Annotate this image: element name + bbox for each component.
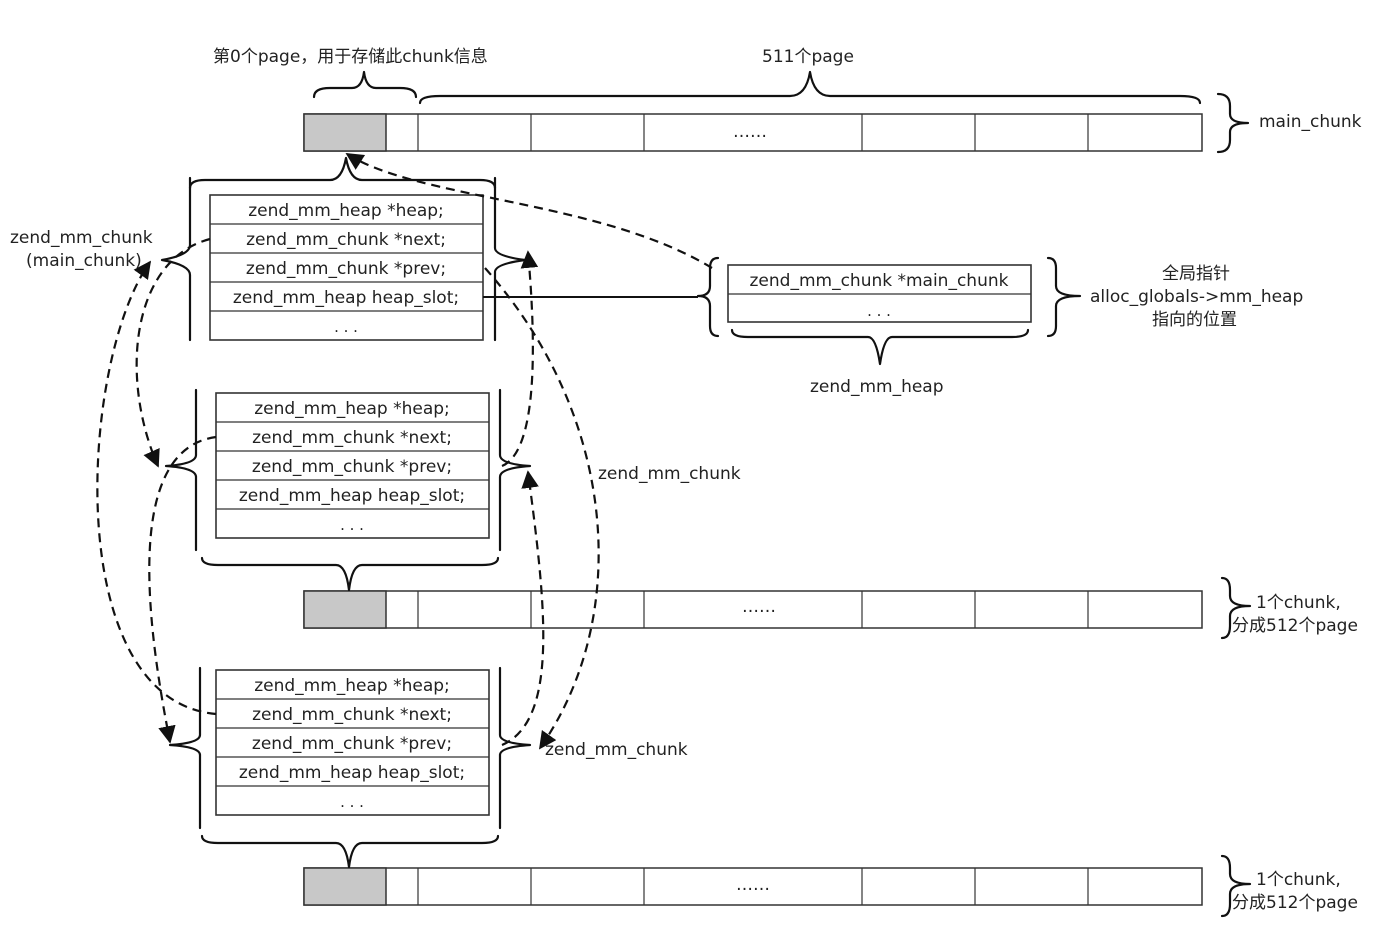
page0-brace bbox=[312, 70, 418, 99]
struct1-top-brace bbox=[188, 156, 497, 190]
struct1-prev-arrow bbox=[484, 267, 600, 750]
page0-label: 第0个page，用于存储此chunk信息 bbox=[213, 47, 488, 67]
struct3-field-prev: zend_mm_chunk *prev; bbox=[252, 734, 452, 754]
heap-field-main-chunk: zend_mm_chunk *main_chunk bbox=[750, 271, 1009, 291]
struct1-field-heap-slot: zend_mm_heap heap_slot; bbox=[233, 288, 459, 308]
heap-bottom-brace bbox=[730, 328, 1030, 366]
pages511-brace bbox=[418, 70, 1202, 105]
chunk-struct-3: zend_mm_heap *heap; zend_mm_chunk *next;… bbox=[215, 669, 490, 816]
main-chunk-strip: …… bbox=[303, 113, 1203, 152]
struct2-field-heap-slot: zend_mm_heap heap_slot; bbox=[239, 486, 465, 506]
struct1-left-brace bbox=[160, 176, 192, 342]
chunk-struct-2: zend_mm_heap *heap; zend_mm_chunk *next;… bbox=[215, 392, 490, 539]
struct2-field-more: . . . bbox=[340, 516, 364, 534]
global-label-line3: 指向的位置 bbox=[1152, 310, 1237, 330]
chunk-strip-2: …… bbox=[303, 590, 1203, 629]
struct2-bottom-brace bbox=[200, 556, 500, 592]
chunk-pointer-label-bottom: zend_mm_chunk bbox=[545, 740, 688, 760]
main-chunk-label: main_chunk bbox=[1259, 112, 1362, 132]
chunk-struct-1: zend_mm_heap *heap; zend_mm_chunk *next;… bbox=[209, 194, 484, 341]
struct3-left-brace bbox=[168, 666, 202, 830]
struct2-next-arrow bbox=[148, 435, 217, 744]
chunk-pointer-label-middle: zend_mm_chunk bbox=[598, 464, 741, 484]
heap-left-brace bbox=[696, 256, 720, 338]
global-label-line1: 全局指针 bbox=[1162, 264, 1230, 284]
struct2-field-prev: zend_mm_chunk *prev; bbox=[252, 457, 452, 477]
struct3-bottom-brace bbox=[200, 834, 500, 869]
heap-field-more: . . . bbox=[867, 302, 891, 320]
strip3-label-line1: 1个chunk, bbox=[1256, 870, 1341, 890]
struct3-field-next: zend_mm_chunk *next; bbox=[252, 705, 452, 725]
struct3-field-heap: zend_mm_heap *heap; bbox=[254, 676, 450, 696]
strip3-label-line2: 分成512个page bbox=[1232, 893, 1358, 913]
main-chunk-struct-label-line2: (main_chunk) bbox=[26, 251, 142, 271]
struct2-field-heap: zend_mm_heap *heap; bbox=[254, 399, 450, 419]
main-chunk-brace bbox=[1216, 92, 1250, 154]
pages511-label: 511个page bbox=[762, 47, 854, 67]
struct3-right-brace bbox=[498, 666, 532, 830]
struct2-left-brace bbox=[164, 388, 198, 552]
strip3-dots: …… bbox=[736, 875, 770, 895]
struct3-next-arrow bbox=[96, 260, 217, 716]
struct1-field-next: zend_mm_chunk *next; bbox=[246, 230, 446, 250]
struct3-field-heap-slot: zend_mm_heap heap_slot; bbox=[239, 763, 465, 783]
heap-label: zend_mm_heap bbox=[810, 377, 944, 397]
struct1-field-heap: zend_mm_heap *heap; bbox=[248, 201, 444, 221]
global-label-line2: alloc_globals->mm_heap bbox=[1090, 287, 1303, 307]
heap-struct: zend_mm_chunk *main_chunk . . . bbox=[727, 264, 1032, 323]
page0-cell bbox=[303, 113, 387, 152]
chunk-strip-3-brace bbox=[1220, 854, 1252, 918]
struct1-next-arrow bbox=[135, 237, 211, 468]
struct2-right-brace bbox=[498, 388, 532, 552]
strip2-dots: …… bbox=[742, 597, 776, 617]
struct1-field-prev: zend_mm_chunk *prev; bbox=[246, 259, 446, 279]
heap-right-brace bbox=[1046, 256, 1082, 338]
struct1-field-more: . . . bbox=[334, 318, 358, 336]
main-chunk-pointer-arrow bbox=[345, 153, 713, 269]
chunk-strip-3: …… bbox=[303, 867, 1203, 906]
strip1-dots: …… bbox=[733, 122, 767, 142]
chunk-strip-2-brace bbox=[1220, 576, 1252, 640]
struct3-field-more: . . . bbox=[340, 793, 364, 811]
strip2-label-line1: 1个chunk, bbox=[1256, 593, 1341, 613]
main-chunk-struct-label-line1: zend_mm_chunk bbox=[10, 228, 153, 248]
struct2-field-next: zend_mm_chunk *next; bbox=[252, 428, 452, 448]
struct2-prev-to-struct1-arrow bbox=[501, 250, 539, 468]
struct3-prev-arrow bbox=[501, 470, 545, 747]
strip2-label-line2: 分成512个page bbox=[1232, 616, 1358, 636]
